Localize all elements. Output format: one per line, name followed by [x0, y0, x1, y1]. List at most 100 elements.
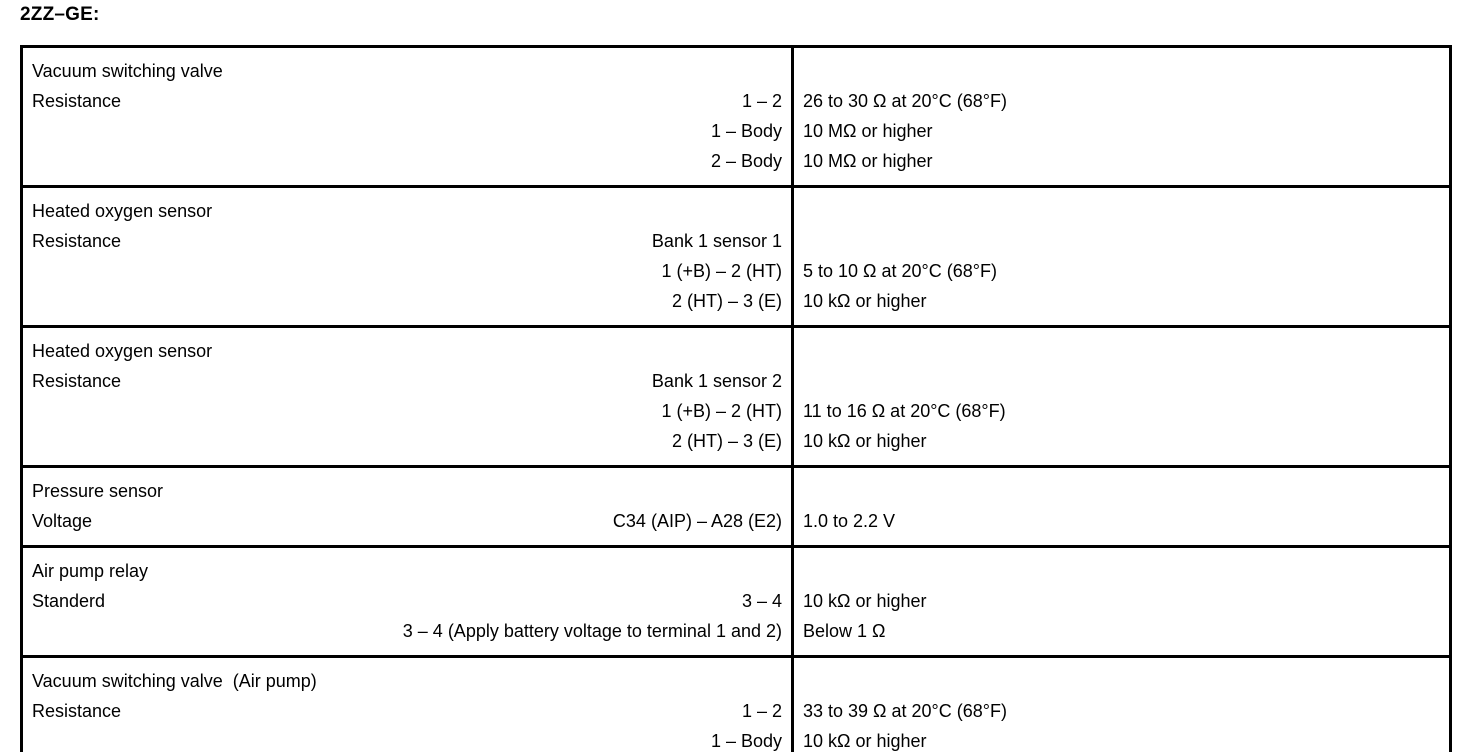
specification-lines: 1.0 to 2.2 V: [794, 468, 1449, 545]
table-cell-specification: 33 to 39 Ω at 20°C (68°F) 10 kΩ or higher…: [793, 657, 1451, 752]
terminal-label: Bank 1 sensor 1: [651, 231, 782, 251]
item-line: Vacuum switching valve: [32, 56, 782, 86]
terminal-label: 1 (+B) – 2 (HT): [661, 261, 782, 281]
component-name: Pressure sensor: [32, 481, 164, 501]
item-lines: Vacuum switching valve (Air pump) Resista…: [23, 658, 791, 752]
item-line: Resistance 1 – 2: [32, 696, 782, 726]
terminal-label: 1 – Body: [710, 731, 782, 751]
terminal-label: 3 – 4 (Apply battery voltage to terminal…: [402, 621, 782, 641]
measurement-label: Resistance: [32, 701, 122, 721]
component-name: Vacuum switching valve: [32, 61, 223, 81]
table-cell-specification: 11 to 16 Ω at 20°C (68°F) 10 kΩ or higher: [793, 327, 1451, 467]
terminal-label: 2 – Body: [710, 151, 782, 171]
terminal-label: 1 – 2: [741, 701, 782, 721]
measurement-label: Resistance: [32, 231, 122, 251]
item-line: 1 – Body: [32, 116, 782, 146]
specification-lines: 33 to 39 Ω at 20°C (68°F) 10 kΩ or higher…: [794, 658, 1449, 752]
item-line: Heated oxygen sensor: [32, 336, 782, 366]
specification-lines: 11 to 16 Ω at 20°C (68°F) 10 kΩ or higher: [794, 328, 1449, 465]
measurement-label: Voltage: [32, 511, 93, 531]
item-line: 3 – 4 (Apply battery voltage to terminal…: [32, 616, 782, 646]
component-name: Vacuum switching valve (Air pump): [32, 671, 317, 691]
item-line: Vacuum switching valve (Air pump): [32, 666, 782, 696]
item-line: 2 (HT) – 3 (E): [32, 426, 782, 456]
component-name: Heated oxygen sensor: [32, 201, 213, 221]
item-line: 2 (HT) – 3 (E): [32, 286, 782, 316]
terminal-label: 2 (HT) – 3 (E): [671, 291, 782, 311]
item-line: 1 (+B) – 2 (HT): [32, 256, 782, 286]
item-line: 1 (+B) – 2 (HT): [32, 396, 782, 426]
table-cell-specification: 1.0 to 2.2 V: [793, 467, 1451, 547]
specification-spacer: [803, 366, 1440, 396]
table-row: Vacuum switching valve (Air pump) Resista…: [21, 656, 1451, 752]
specification-value: Below 1 Ω: [803, 621, 886, 641]
specification-spacer: [803, 336, 1440, 366]
specification-spacer: [803, 226, 1440, 256]
measurement-label: Resistance: [32, 371, 122, 391]
specification-value: 10 kΩ or higher: [803, 591, 927, 611]
item-line-grid: Vacuum switching valve (Air pump) Resista…: [32, 666, 782, 752]
specification-value: 1.0 to 2.2 V: [803, 511, 896, 531]
terminal-label: 1 (+B) – 2 (HT): [661, 401, 782, 421]
specification-value: 10 kΩ or higher: [803, 431, 927, 451]
item-line: 2 – Body: [32, 146, 782, 176]
specification-spacer: [803, 56, 1440, 86]
item-line: Standerd 3 – 4: [32, 586, 782, 616]
specification-value: 10 kΩ or higher: [803, 291, 927, 311]
specification-spacer: [803, 196, 1440, 226]
specification-lines: 26 to 30 Ω at 20°C (68°F)10 MΩ or higher…: [794, 48, 1449, 185]
item-line: Resistance Bank 1 sensor 1: [32, 226, 782, 256]
terminal-label: Bank 1 sensor 2: [651, 371, 782, 391]
specification-value: 11 to 16 Ω at 20°C (68°F): [803, 401, 1006, 421]
item-line: Pressure sensor: [32, 476, 782, 506]
specification-spacer: [803, 556, 1440, 586]
specification-spacer: [803, 476, 1440, 506]
specification-value: 33 to 39 Ω at 20°C (68°F): [803, 701, 1007, 721]
table-cell-item: Vacuum switching valve (Air pump) Resista…: [21, 656, 794, 752]
specification-value: 10 kΩ or higher: [803, 731, 927, 751]
component-name: Heated oxygen sensor: [32, 341, 213, 361]
item-line: 1 – Body: [32, 726, 782, 752]
item-line: Heated oxygen sensor: [32, 196, 782, 226]
table-cell-specification: 5 to 10 Ω at 20°C (68°F) 10 kΩ or higher: [793, 187, 1451, 327]
terminal-label: 3 – 4: [741, 591, 782, 611]
terminal-label: 1 – 2: [741, 91, 782, 111]
specification-lines: 5 to 10 Ω at 20°C (68°F) 10 kΩ or higher: [794, 188, 1449, 325]
terminal-label: 1 – Body: [710, 121, 782, 141]
table-cell-specification: 26 to 30 Ω at 20°C (68°F)10 MΩ or higher…: [793, 47, 1451, 187]
specification-value: 5 to 10 Ω at 20°C (68°F): [803, 261, 997, 281]
specification-spacer: [803, 666, 1440, 696]
component-name: Air pump relay: [32, 561, 149, 581]
measurement-label: Standerd: [32, 591, 106, 611]
page-title: 2ZZ–GE:: [20, 4, 100, 25]
item-line: Air pump relay: [32, 556, 782, 586]
item-line: Resistance Bank 1 sensor 2: [32, 366, 782, 396]
specification-value: 10 MΩ or higher: [803, 151, 933, 171]
